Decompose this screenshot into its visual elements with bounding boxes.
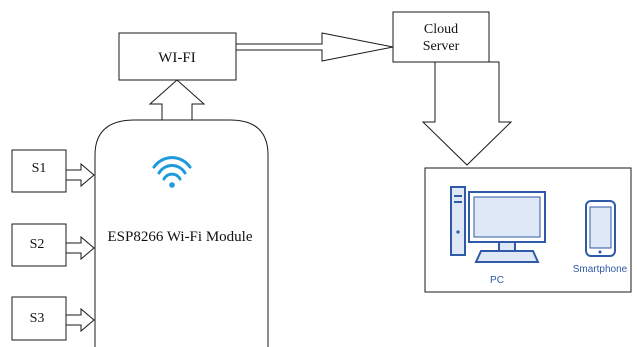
wifi-signal-icon — [152, 156, 192, 188]
wifi-label: WI-FI — [158, 50, 196, 66]
arrow-cloud-to-devices — [421, 61, 513, 166]
arrow-module-to-wifi — [148, 79, 206, 121]
sensor-s3-label: S3 — [30, 311, 45, 326]
pc-label: PC — [490, 275, 504, 286]
sensor-s2-box — [11, 223, 67, 267]
smartphone-icon — [585, 200, 616, 257]
module-label: ESP8266 Wi-Fi Module — [108, 229, 253, 245]
arrow-s3-to-module — [65, 307, 95, 333]
cloud-server-label-line1: Cloud — [424, 22, 458, 37]
sensor-s3-box — [11, 296, 67, 341]
arrow-s1-to-module — [65, 162, 95, 188]
smartphone-label: Smartphone — [573, 264, 628, 275]
arrow-s2-to-module — [65, 235, 95, 261]
sensor-s1-label: S1 — [32, 161, 47, 176]
wifi-box — [118, 32, 237, 81]
sensor-s2-label: S2 — [30, 237, 45, 252]
desktop-pc-icon — [450, 186, 546, 263]
cloud-server-label-line2: Server — [423, 39, 460, 54]
arrow-wifi-to-cloud — [235, 32, 394, 62]
cloud-server-box — [392, 11, 490, 63]
sensor-s1-box — [11, 149, 67, 193]
